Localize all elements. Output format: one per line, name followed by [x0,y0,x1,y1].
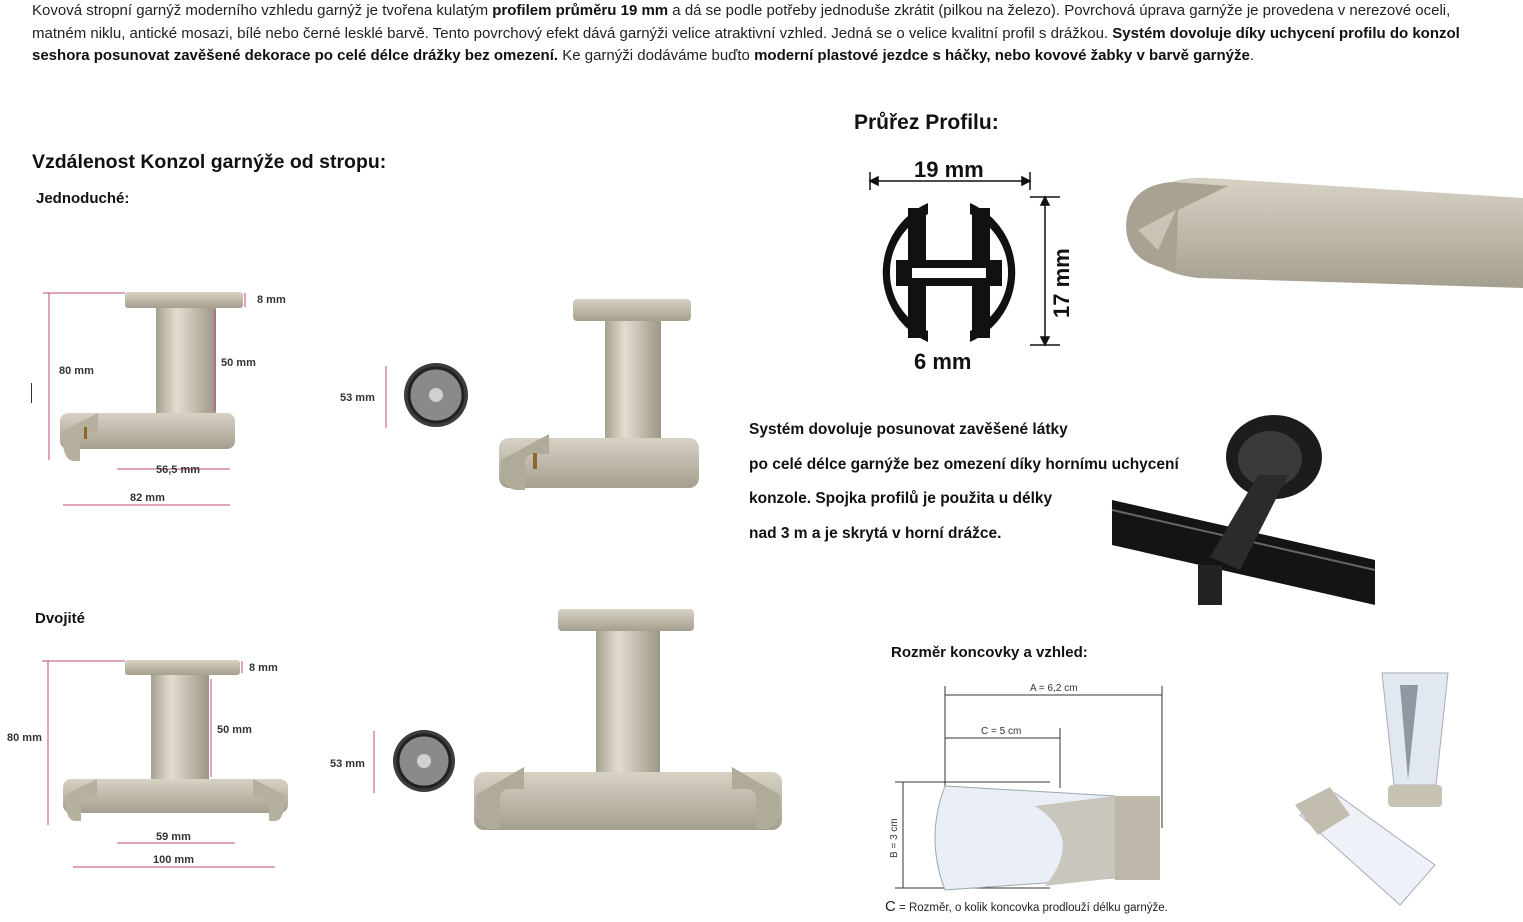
stem [156,308,216,418]
single-dim-height: 80 mm [59,365,94,377]
endcap-dim-a: A = 6,2 cm [1030,683,1078,694]
text-caret [31,383,32,403]
single-disc-top-view: 53 mm [338,360,478,435]
double-heading: Dvojité [35,610,86,627]
intro-text-2: a dá se podle potřeby jednoduše zkrátit … [32,2,1451,42]
black-rail-photo [1110,415,1380,610]
system-line-3: konzole. Spojka profilů je použita u dél… [749,490,1053,507]
intro-text-4: . [1249,47,1255,64]
single-dim-inner: 56,5 mm [156,464,200,476]
profile-dim-width: 19 mm [914,157,984,182]
endcap-caption-letter: C [885,898,896,915]
ceiling-plate [125,292,243,308]
profile-dim-height: 17 mm [1049,248,1074,318]
endcap-caption: C = Rozměr, o kolik koncovka prodlouží d… [885,898,1168,915]
system-description: Systém dovoluje posunovat zavěšené látky… [749,413,1189,551]
bracket-body [60,413,235,449]
single-dim-stem: 50 mm [221,357,256,369]
intro-text-3: Ke garnýži dodáváme buďto [558,47,755,64]
intro-bold-1: profilem průměru 19 mm [492,2,669,19]
endcap-dimension-drawing: A = 6,2 cm C = 5 cm B = 3 cm C = Rozměr,… [885,678,1180,918]
system-line-1: Systém dovoluje posunovat zavěšené látky [749,421,1068,438]
profile-heading: Průřez Profilu: [854,111,999,134]
intro-bold-2: Systém dovoluje díky uchycení profilu do… [32,24,1460,65]
system-line-2: po celé délce garnýže bez omezení díky h… [749,455,1179,473]
endcap-heading: Rozměr koncovky a vzhled: [891,644,1088,661]
double-dim-outer: 100 mm [153,854,194,866]
single-dim-top: 8 mm [257,294,286,306]
intro-paragraph: Kovová stropní garnýž moderního vzhledu … [32,0,1502,68]
double-bracket-photo [470,605,785,835]
profile-rail-photo [1118,170,1523,295]
single-dim-outer: 82 mm [130,492,165,504]
double-dim-stem: 50 mm [217,724,252,736]
double-disc-top-view: 53 mm [328,725,468,800]
single-bracket-photo [495,295,700,495]
distance-heading: Vzdálenost Konzol garnýže od stropu: [32,151,387,173]
double-dim-top: 8 mm [249,662,278,674]
bracket-hook [62,413,98,461]
single-dim-disc: 53 mm [340,392,375,404]
endcap-dim-b: B = 3 cm [889,818,900,858]
profile-cross-section: 19 mm 6 mm 17 mm [860,150,1080,380]
double-dim-height: 80 mm [7,732,42,744]
double-dim-disc: 53 mm [330,758,365,770]
endcap-dim-c: C = 5 cm [981,726,1021,737]
system-line-4: nad 3 m a je skrytá v horní drážce. [749,524,1002,542]
profile-dim-gap: 6 mm [914,349,971,374]
screw [84,427,87,439]
endcap-caption-text: = Rozměr, o kolik koncovka prodlouží dél… [896,902,1168,914]
endcap-product-photo [1290,665,1460,915]
double-bracket-dimension-drawing: 8 mm 80 mm 50 mm 59 mm 100 mm [5,655,295,875]
single-heading: Jednoduché: [36,190,130,207]
single-bracket-dimension-drawing: 8 mm 80 mm 50 mm 56,5 mm 82 mm [40,285,290,525]
intro-bold-3: moderní plastové jezdce s háčky, nebo ko… [754,47,1250,64]
double-dim-inner: 59 mm [156,831,191,843]
intro-text-1: Kovová stropní garnýž moderního vzhledu … [32,2,493,19]
